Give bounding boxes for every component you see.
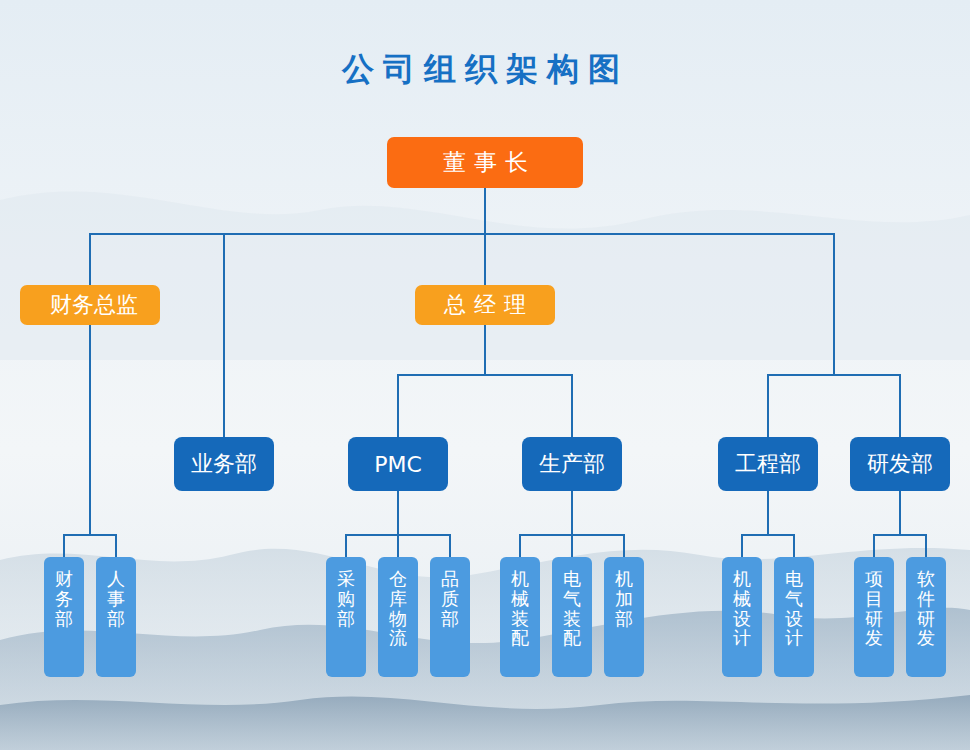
node-label: 仓库物流 [389,569,407,648]
department-box: PMC [348,437,448,491]
node-label: PMC [374,452,422,477]
org-connector [572,491,624,557]
org-connector [485,325,572,437]
chairman-box: 董事长 [387,137,583,188]
org-connector [900,491,926,557]
node-label: 机械装配 [511,569,529,648]
section-box: 品质部 [430,557,470,677]
node-label: 软件研发 [917,569,935,648]
section-box: 机械装配 [500,557,540,677]
section-box: 电气装配 [552,557,592,677]
section-box: 机加部 [604,557,644,677]
node-label: 品质部 [441,569,459,628]
node-label: 业务部 [191,449,257,479]
org-connector [520,491,572,557]
org-connector [742,491,768,557]
department-box: 工程部 [718,437,818,491]
section-box: 项目研发 [854,557,894,677]
section-box: 软件研发 [906,557,946,677]
node-label: 财务总监 [42,290,138,320]
org-connector [398,325,485,437]
section-box: 机械设计 [722,557,762,677]
node-label: 人事部 [107,569,125,628]
org-connector [64,325,90,557]
node-label: 电气设计 [785,569,803,648]
node-label: 机加部 [615,569,633,628]
org-connector [90,325,116,557]
node-label: 电气装配 [563,569,581,648]
section-box: 电气设计 [774,557,814,677]
department-box: 生产部 [522,437,622,491]
node-label: 董事长 [435,147,536,178]
org-connector [768,491,794,557]
section-box: 仓库物流 [378,557,418,677]
org-connector [398,491,450,557]
section-box: 财务部 [44,557,84,677]
node-label: 生产部 [539,449,605,479]
org-connector [90,188,485,285]
node-label: 研发部 [867,449,933,479]
section-box: 采购部 [326,557,366,677]
node-label: 机械设计 [733,569,751,648]
node-label: 项目研发 [865,569,883,648]
chart-title: 公司组织架构图 [0,48,970,92]
section-box: 人事部 [96,557,136,677]
executive-box: 总经理 [415,285,555,325]
node-label: 工程部 [735,449,801,479]
node-label: 采购部 [337,569,355,628]
node-label: 财务部 [55,569,73,628]
department-box: 业务部 [174,437,274,491]
org-connector [346,491,398,557]
executive-box: 财务总监 [20,285,160,325]
org-connector [874,491,900,557]
department-box: 研发部 [850,437,950,491]
node-label: 总经理 [436,290,534,320]
